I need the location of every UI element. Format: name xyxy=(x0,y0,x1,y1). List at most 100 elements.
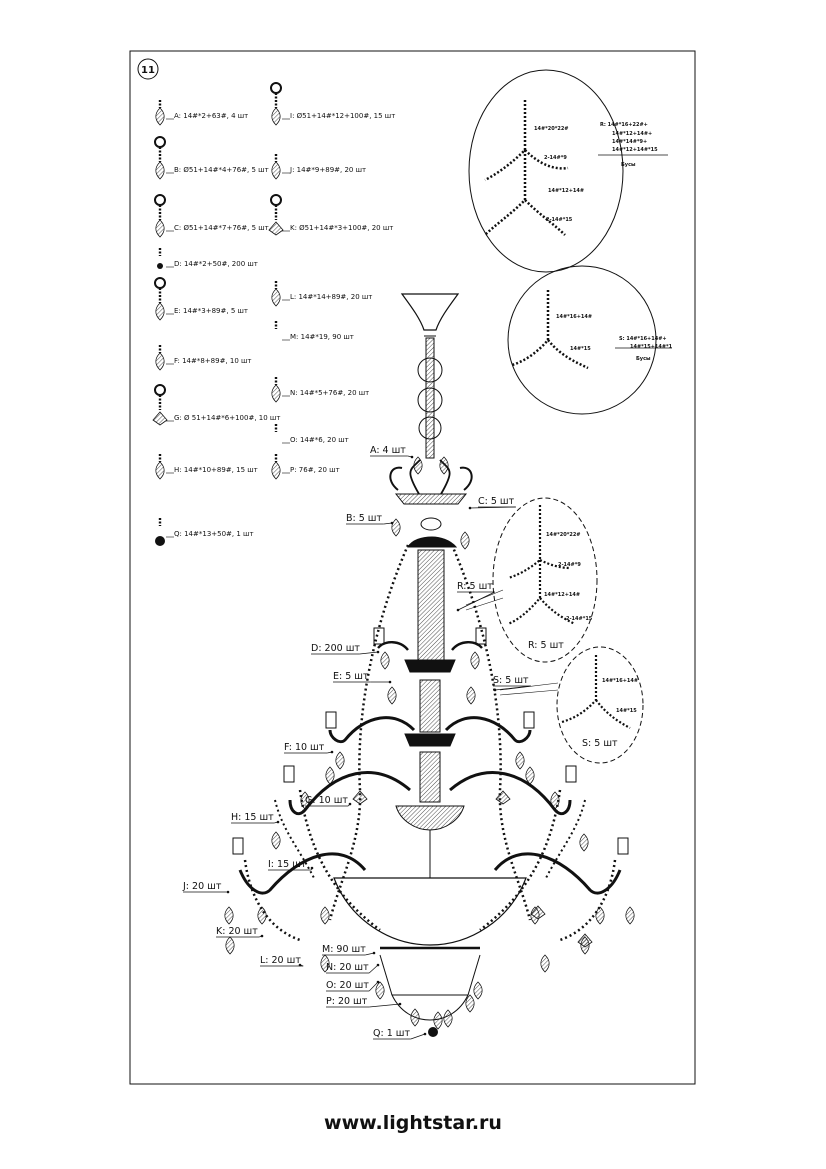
callout-o: O: 20 шт xyxy=(326,980,380,992)
legend-label-q: Q: 14#*13+50#, 1 шт xyxy=(174,530,254,538)
crystal-drop xyxy=(387,686,397,705)
callout-l: L: 20 шт xyxy=(260,955,304,967)
crystal-drop xyxy=(410,1008,420,1027)
callout-labels: A: 4 шт C: 5 шт B: 5 шт R: 5 шт D: 200 шт E: … xyxy=(182,445,531,1040)
d1-label-0: 14#*20*22# xyxy=(534,126,568,132)
chandelier-drawing xyxy=(232,293,629,1021)
crystal-drop xyxy=(271,831,281,850)
legend-item-o: O: 14#*6, 20 шт xyxy=(274,424,349,444)
callout-label-q: Q: 1 шт xyxy=(373,1028,410,1039)
callout-h: H: 15 шт xyxy=(231,812,280,824)
legend-label-f: F: 14#*8+89#, 10 шт xyxy=(174,357,252,365)
legend-item-m: M: 14#*19, 90 шт xyxy=(274,321,354,341)
legend-item-c: C: Ø51+14#*7+76#, 5 шт xyxy=(154,194,269,238)
callout-label-o: O: 20 шт xyxy=(326,980,369,991)
callout-label-n: N: 20 шт xyxy=(326,962,369,973)
crystal-ball xyxy=(428,1027,438,1037)
crystal-drop xyxy=(391,518,401,537)
legend-label-d: D: 14#*2+50#, 200 шт xyxy=(174,260,258,268)
detail-circle-s xyxy=(499,646,644,764)
dr-label-1: 2-14#*9 xyxy=(558,562,581,568)
crystal-drop xyxy=(460,531,470,550)
d1-note-sub: Бусы xyxy=(621,162,636,168)
crystal-leaf xyxy=(495,790,511,805)
callout-label-m: M: 90 шт xyxy=(322,944,366,955)
d1-note-2: 14#*14#*9+ xyxy=(612,139,647,145)
callout-g: G: 10 шт xyxy=(305,795,352,807)
detail-circle-s-top xyxy=(507,265,672,415)
legend-item-a: A: 14#*2+63#, 4 шт xyxy=(155,100,248,126)
legend-label-i: I: Ø51+14#*12+100#, 15 шт xyxy=(290,112,395,120)
d1-label-2: 14#*12+14# xyxy=(548,188,584,194)
callout-s: S: 5 шт xyxy=(493,675,531,692)
legend-label-n: N: 14#*5+76#, 20 шт xyxy=(290,389,369,397)
callout-label-a: A: 4 шт xyxy=(370,445,406,456)
callout-label-f: F: 10 шт xyxy=(284,742,325,753)
legend-item-g: G: Ø 51+14#*6+100#, 10 шт xyxy=(152,384,280,426)
callout-label-h: H: 15 шт xyxy=(231,812,274,823)
crystal-drop xyxy=(466,686,476,705)
crystal-leaf xyxy=(577,933,593,948)
legend-label-p: P: 76#, 20 шт xyxy=(290,466,340,474)
crystal-drop xyxy=(413,456,423,475)
detail-circle-r-top xyxy=(468,69,668,273)
legend-item-i: I: Ø51+14#*12+100#, 15 шт xyxy=(270,82,395,126)
dr-label-0: 14#*20*22# xyxy=(546,532,580,538)
crystal-drop xyxy=(257,906,267,925)
legend-label-h: H: 14#*10+89#, 15 шт xyxy=(174,466,258,474)
crystal-drop xyxy=(375,981,385,1000)
callout-label-p: P: 20 шт xyxy=(326,996,368,1007)
legend-item-f: F: 14#*8+89#, 10 шт xyxy=(155,345,252,371)
d2-note-sub: Бусы xyxy=(636,356,651,362)
d2-note-0: S: 14#*16+14#+ xyxy=(619,336,667,342)
callout-f: F: 10 шт xyxy=(284,742,334,754)
dr-caption: R: 5 шт xyxy=(528,640,564,651)
d1-label-3: 2-14#*15 xyxy=(546,217,573,223)
legend-item-j: J: 14#*9+89#, 20 шт xyxy=(271,154,366,180)
callout-label-e: E: 5 шт xyxy=(333,671,369,682)
page-number-badge: 11 xyxy=(137,58,159,80)
callout-p: P: 20 шт xyxy=(326,996,402,1008)
dr-label-3: 2-14#*15 xyxy=(566,616,593,622)
callout-label-d: D: 200 шт xyxy=(311,643,360,654)
detail-text: 14#*20*22# 2-14#*9 14#*12+14# 2-14#*15 R… xyxy=(528,122,673,749)
callout-a: A: 4 шт xyxy=(370,445,414,459)
crystal-drop xyxy=(473,981,483,1000)
parts-legend: A: 14#*2+63#, 4 шт B: Ø51+14#*4+76#, 5 шт… xyxy=(152,82,395,546)
ds-label-0: 14#*16+14# xyxy=(602,678,638,684)
legend-label-l: L: 14#*14+89#, 20 шт xyxy=(290,293,372,301)
crystal-drop xyxy=(515,751,525,770)
crystal-drop xyxy=(595,906,605,925)
callout-label-b: B: 5 шт xyxy=(346,513,382,524)
callout-b: B: 5 шт xyxy=(346,513,394,525)
crystal-drop xyxy=(443,1009,453,1028)
detail-circle-r xyxy=(465,497,598,663)
legend-label-c: C: Ø51+14#*7+76#, 5 шт xyxy=(174,224,269,232)
crystal-leaf xyxy=(352,790,368,805)
callout-label-l: L: 20 шт xyxy=(260,955,301,966)
legend-label-b: B: Ø51+14#*4+76#, 5 шт xyxy=(174,166,269,174)
legend-item-p: P: 76#, 20 шт xyxy=(271,454,340,480)
legend-label-m: M: 14#*19, 90 шт xyxy=(290,333,354,341)
callout-e: E: 5 шт xyxy=(333,671,392,684)
callout-label-g: G: 10 шт xyxy=(305,795,348,806)
callout-d: D: 200 шт xyxy=(311,643,380,655)
legend-item-d: D: 14#*2+50#, 200 шт xyxy=(157,248,258,269)
callout-n: N: 20 шт xyxy=(326,962,380,974)
crystal-drop xyxy=(320,906,330,925)
drawing-frame xyxy=(129,50,696,1085)
legend-label-g: G: Ø 51+14#*6+100#, 10 шт xyxy=(174,414,280,422)
crystal-drop xyxy=(579,833,589,852)
legend-label-o: O: 14#*6, 20 шт xyxy=(290,436,349,444)
callout-label-r: R: 5 шт xyxy=(457,581,493,592)
callout-j: J: 20 шт xyxy=(182,881,230,894)
callout-label-s: S: 5 шт xyxy=(493,675,529,686)
d2-note-1: 14#*15+14#*1 xyxy=(630,344,673,350)
legend-item-q: Q: 14#*13+50#, 1 шт xyxy=(155,518,254,546)
callout-k: K: 20 шт xyxy=(216,926,264,938)
crystal-drop xyxy=(540,954,550,973)
callout-label-c: C: 5 шт xyxy=(478,496,515,507)
page-number: 11 xyxy=(141,65,155,76)
callout-c: C: 5 шт xyxy=(468,496,516,510)
